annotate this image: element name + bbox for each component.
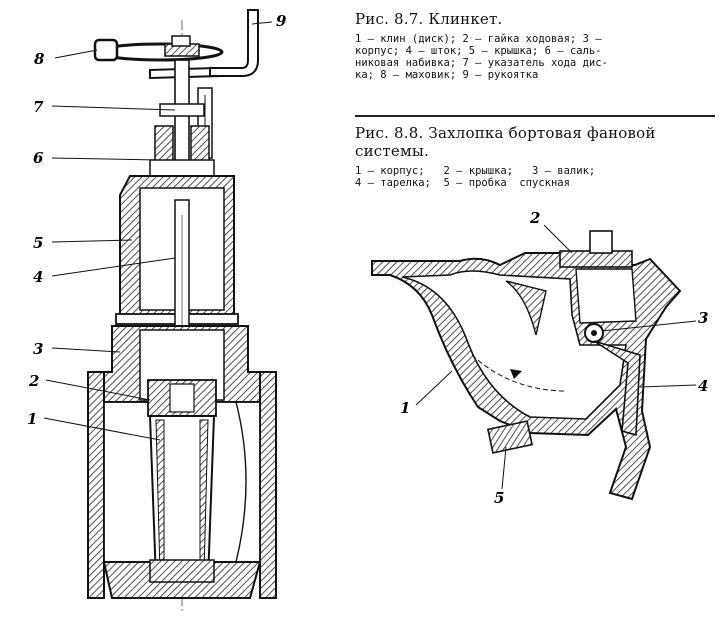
callout-7: 7	[33, 98, 44, 116]
callout-6: 6	[33, 149, 44, 167]
figure-8-7-legend: 1 — клин (диск); 2 — гайка ходовая; 3 — …	[355, 33, 715, 81]
callout-4: 4	[33, 268, 43, 286]
callout-2: 2	[529, 209, 540, 227]
legend-line: корпус; 4 — шток; 5 — крышка; 6 — саль-	[355, 45, 602, 57]
legend-line: 1 — клин (диск); 2 — гайка ходовая; 3 —	[355, 33, 602, 45]
crank-handle	[209, 9, 259, 77]
legend-line: 1 — корпус; 2 — крышка; 3 — валик;	[355, 165, 596, 177]
callout-1: 1	[27, 410, 37, 428]
figure-8-7-title: Рис. 8.7. Клинкет.	[355, 10, 503, 28]
wedge-disk	[148, 415, 216, 583]
legend-line: ка; 8 — маховик; 9 — рукоятка	[355, 69, 539, 81]
callout-3: 3	[698, 309, 708, 327]
callout-5: 5	[494, 489, 504, 507]
callout-4: 4	[698, 377, 708, 395]
callout-8: 8	[34, 50, 45, 68]
callout-1: 1	[400, 399, 410, 417]
gate-valve-drawing: 8 9 7 6 5 4 3 2 1	[27, 9, 287, 612]
callout-5: 5	[33, 234, 43, 252]
legend-line: 4 — тарелка; 5 — пробка спускная	[355, 177, 570, 189]
flap-valve-drawing: 2 3 4 1 5	[371, 209, 708, 507]
figure-8-8-legend: 1 — корпус; 2 — крышка; 3 — валик; 4 — т…	[355, 165, 715, 189]
legend-line: никовая набивка; 7 — указатель хода дис-	[355, 57, 608, 69]
section-divider	[355, 115, 715, 117]
callout-9: 9	[276, 12, 287, 30]
flap-body	[371, 230, 682, 501]
drive-nut	[147, 379, 217, 417]
figure-8-7-caption: Рис. 8.7. Клинкет. 1 — клин (диск); 2 — …	[355, 10, 715, 81]
gland-packing	[149, 125, 215, 177]
title-line: системы.	[355, 142, 429, 160]
handwheel	[93, 35, 224, 80]
callout-2: 2	[28, 372, 39, 390]
title-line: Рис. 8.8. Захлопка бортовая фановой	[355, 124, 656, 142]
callout-3: 3	[33, 340, 43, 358]
